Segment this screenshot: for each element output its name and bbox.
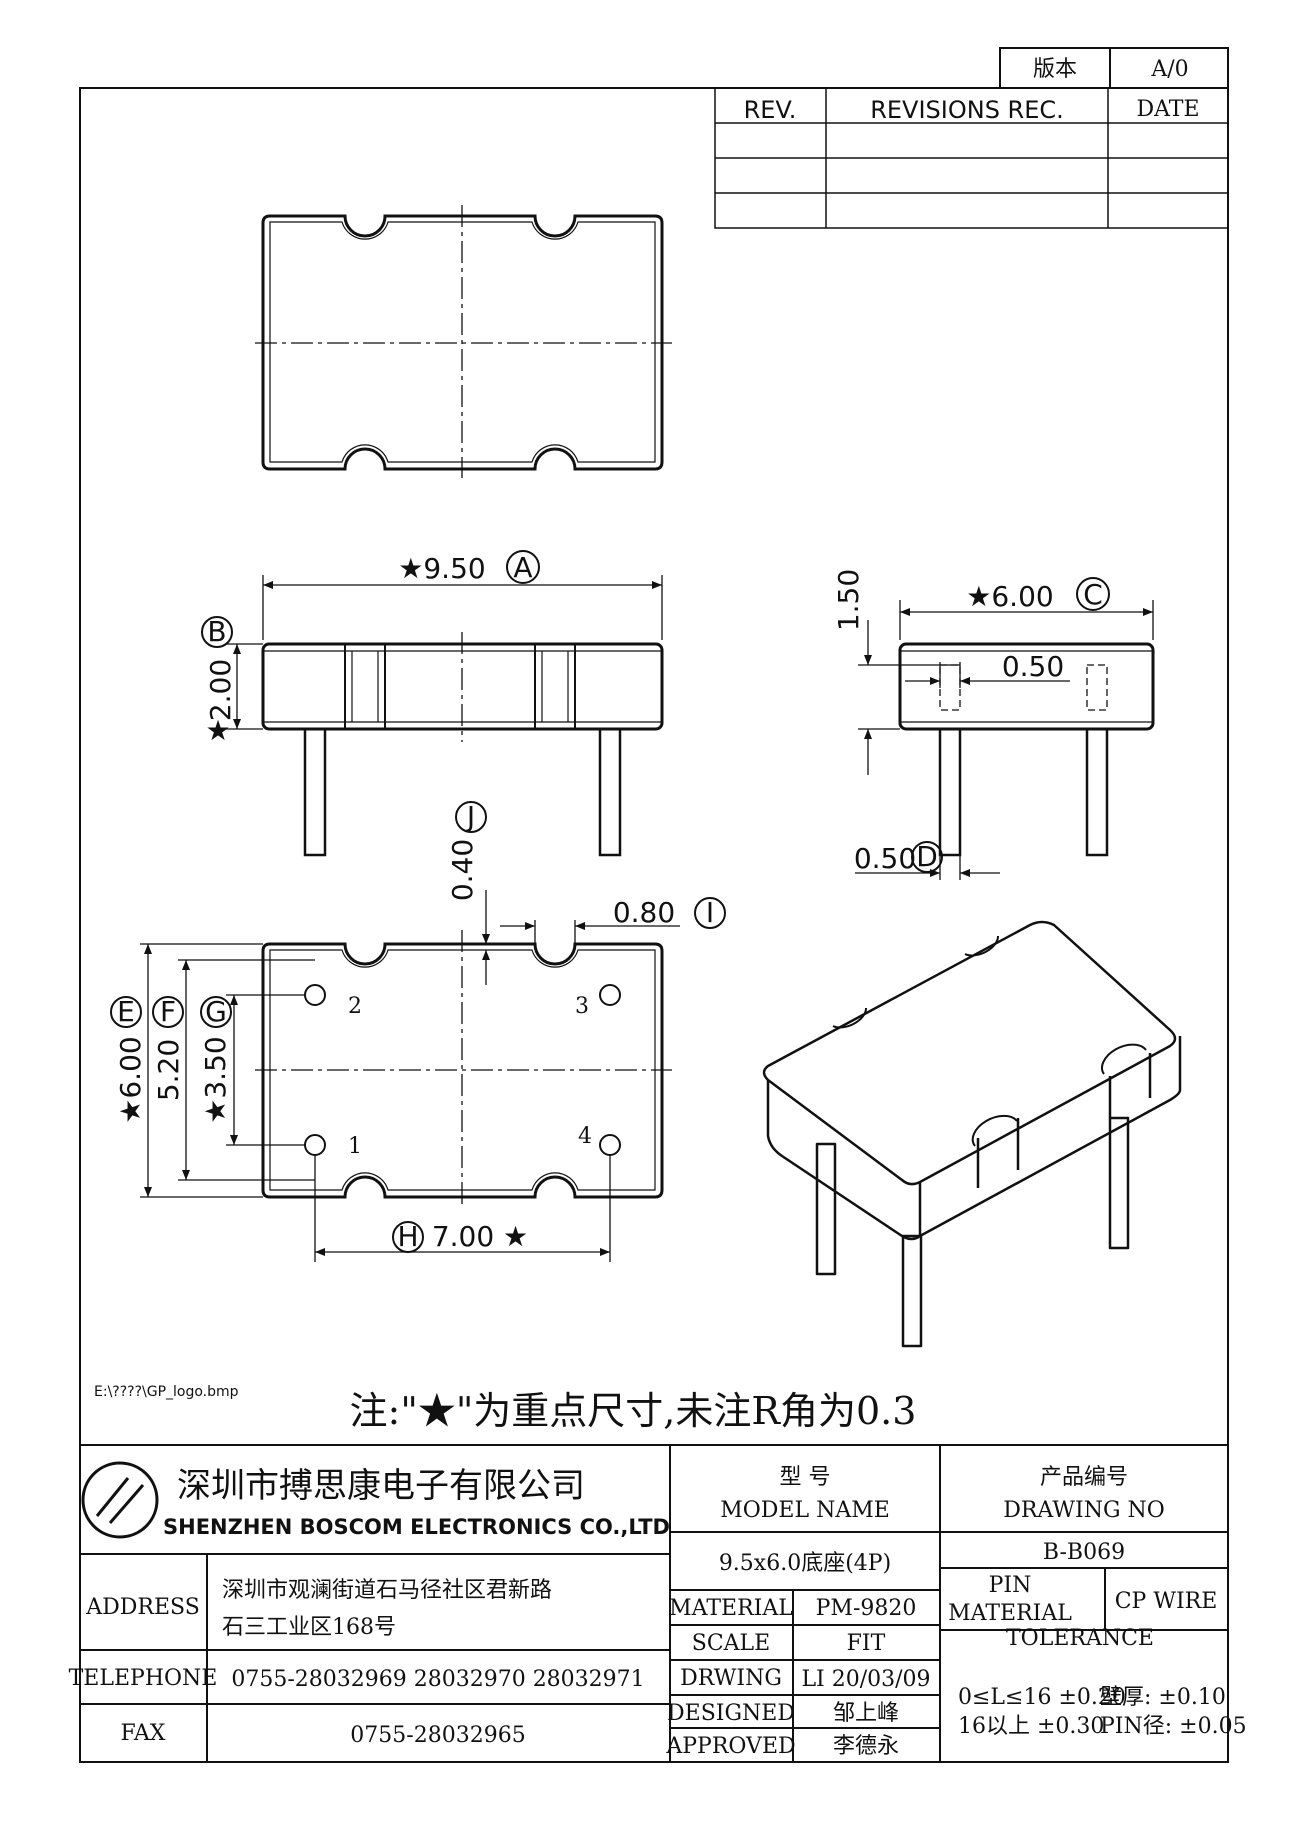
dimension-g-tag: G: [205, 995, 227, 1028]
dimension-e-tag: E: [117, 995, 135, 1028]
dimension-i-value: 0.80: [613, 896, 675, 929]
telephone-value: 0755-28032969 28032970 28032971: [231, 1667, 644, 1692]
version-value: A/0: [1150, 57, 1188, 82]
dimension-b-tag: B: [207, 615, 226, 648]
dimension-c-pin: [905, 662, 1070, 688]
dimension-h-value: 7.00 ★: [432, 1220, 528, 1253]
dimension-a: [262, 575, 663, 640]
tolerance-row-2b: PIN径: ±0.05: [1100, 1714, 1247, 1739]
drawing-no-label-en: DRAWING NO: [1003, 1498, 1165, 1523]
dimension-j-value: 0.40: [446, 839, 479, 901]
dimension-g-value: ★3.50: [199, 1036, 232, 1123]
model-label-en: MODEL NAME: [720, 1498, 890, 1523]
dimension-b: [225, 643, 263, 730]
dimension-e-value: ★6.00: [114, 1036, 147, 1123]
isometric-view: [762, 920, 1182, 1348]
model-label-cn: 型 号: [780, 1465, 831, 1490]
pin-material-label-2: MATERIAL: [948, 1601, 1072, 1626]
dimension-c-height-value: 1.50: [832, 569, 865, 631]
tolerance-row-1b: 壁厚: ±0.10: [1100, 1685, 1226, 1710]
address-label: ADDRESS: [85, 1595, 200, 1620]
material-value: PM-9820: [816, 1596, 917, 1621]
date-header: DATE: [1136, 97, 1199, 122]
pin-label-2: 2: [348, 994, 362, 1019]
telephone-label: TELEPHONE: [69, 1666, 218, 1691]
dimension-c-tag: C: [1083, 578, 1103, 611]
material-label: MATERIAL: [669, 1596, 793, 1621]
designed-value: 邹上峰: [833, 1701, 899, 1726]
pin-label-4: 4: [578, 1124, 592, 1149]
dimension-i: [500, 920, 680, 944]
dimension-c-pin-value: 0.50: [1002, 650, 1064, 683]
title-block-grid: [80, 1444, 1228, 1762]
version-box: 版本 A/0: [999, 47, 1229, 89]
pin-material-value: CP WIRE: [1115, 1589, 1218, 1614]
rev-header: REV.: [744, 96, 797, 124]
dimension-c-height: [858, 620, 960, 775]
dimension-f-value: 5.20: [152, 1039, 185, 1101]
dimension-d-value: 0.50: [854, 842, 916, 875]
dimension-f-tag: F: [160, 995, 176, 1028]
tolerance-row-1a: 0≤L≤16 ±0.20: [958, 1685, 1126, 1710]
scale-value: FIT: [847, 1631, 886, 1656]
tolerance-row-2a: 16以上 ±0.30: [958, 1714, 1104, 1739]
dimension-efg: [140, 943, 315, 1198]
logo-file-path: E:\????\GP_logo.bmp: [94, 1384, 239, 1400]
dimension-d: [855, 855, 1000, 880]
dimension-c: [899, 600, 1154, 640]
bottom-view: [261, 942, 664, 1199]
dimension-a-tag: A: [513, 551, 532, 584]
address-line-1: 深圳市观澜街道石马径社区君新路: [222, 1578, 552, 1603]
revision-table: [714, 87, 1229, 229]
dimension-d-tag: D: [916, 840, 938, 873]
company-logo: [81, 1461, 159, 1539]
model-value: 9.5x6.0底座(4P): [719, 1551, 891, 1576]
fax-value: 0755-28032965: [350, 1723, 525, 1748]
dimension-b-star: ★: [205, 714, 230, 747]
top-view: [261, 214, 664, 471]
dimension-c-value: ★6.00: [966, 580, 1053, 613]
designed-label: DESIGNED: [667, 1701, 795, 1726]
revisions-rec-header: REVISIONS REC.: [870, 96, 1064, 124]
drawing-note: 注:"★"为重点尺寸,未注R角为0.3: [350, 1389, 917, 1433]
dimension-i-tag: I: [706, 896, 714, 929]
dimension-b-value: 2.00: [204, 659, 237, 721]
approved-label: APPROVED: [665, 1734, 795, 1759]
scale-label: SCALE: [692, 1631, 770, 1656]
front-view: [261, 642, 664, 857]
dimension-h: [314, 1155, 611, 1262]
side-view: [898, 642, 1155, 857]
dimension-j-tag: J: [465, 800, 475, 833]
approved-value: 李德永: [833, 1734, 899, 1759]
pin-label-3: 3: [575, 994, 589, 1019]
drawing-no-value: B-B069: [1043, 1540, 1125, 1565]
drawing-border: [79, 87, 1229, 1763]
drawing-label: DRWING: [680, 1666, 782, 1691]
drawing-value: LI 20/03/09: [801, 1667, 930, 1692]
company-name-en: SHENZHEN BOSCOM ELECTRONICS CO.,LTD: [163, 1515, 670, 1539]
dimension-h-tag: H: [397, 1220, 418, 1253]
company-name-cn: 深圳市搏思康电子有限公司: [177, 1466, 585, 1506]
pin-label-1: 1: [348, 1134, 362, 1159]
dimension-a-value: ★9.50: [398, 552, 485, 585]
fax-label: FAX: [121, 1721, 166, 1746]
drawing-no-label-cn: 产品编号: [1040, 1465, 1128, 1490]
address-line-2: 石三工业区168号: [222, 1615, 396, 1640]
pin-material-label-1: PIN: [989, 1573, 1032, 1598]
tolerance-label: TOLERANCE: [1006, 1626, 1154, 1651]
version-label: 版本: [1033, 57, 1077, 82]
